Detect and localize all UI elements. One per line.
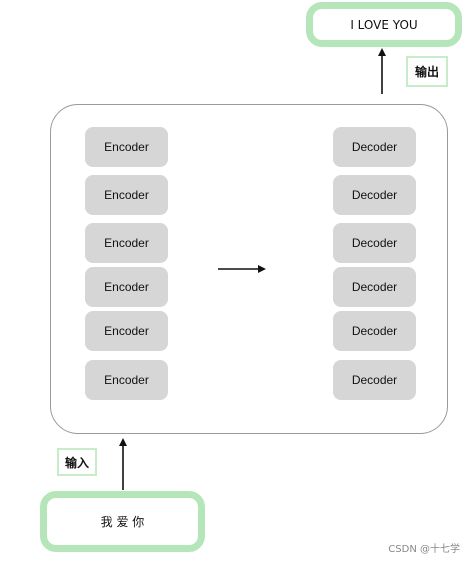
encoder-block: Encoder xyxy=(85,311,168,351)
encoder-label: Encoder xyxy=(104,280,149,294)
encoder-block: Encoder xyxy=(85,127,168,167)
encoder-label: Encoder xyxy=(104,373,149,387)
output-tag: 输出 xyxy=(406,56,448,87)
encoder-label: Encoder xyxy=(104,188,149,202)
output-tag-label: 输出 xyxy=(414,65,439,79)
encoder-label: Encoder xyxy=(104,324,149,338)
decoder-block: Decoder xyxy=(333,223,416,263)
output-text: I LOVE YOU xyxy=(350,17,418,32)
decoder-label: Decoder xyxy=(351,373,398,387)
encoder-block: Encoder xyxy=(85,360,168,400)
encoder-label: Encoder xyxy=(104,236,149,250)
decoder-label: Decoder xyxy=(351,324,398,338)
decoder-block: Decoder xyxy=(333,360,416,400)
decoder-block: Decoder xyxy=(333,127,416,167)
encoder-block: Encoder xyxy=(85,175,168,215)
input-tag: 输入 xyxy=(57,448,97,476)
input-box: 我 爱 你 xyxy=(40,491,205,552)
decoder-label: Decoder xyxy=(351,188,398,202)
encoder-block: Encoder xyxy=(85,223,168,263)
decoder-block: Decoder xyxy=(333,311,416,351)
watermark: CSDN @十七学 xyxy=(388,544,460,555)
input-tag-label: 输入 xyxy=(64,455,89,470)
decoder-label: Decoder xyxy=(351,280,398,294)
decoder-block: Decoder xyxy=(333,267,416,307)
encoder-block: Encoder xyxy=(85,267,168,307)
input-text: 我 爱 你 xyxy=(100,515,145,529)
encoder-label: Encoder xyxy=(104,140,149,154)
decoder-label: Decoder xyxy=(351,140,398,154)
decoder-block: Decoder xyxy=(333,175,416,215)
decoder-label: Decoder xyxy=(351,236,398,250)
output-box: I LOVE YOU xyxy=(306,2,462,47)
